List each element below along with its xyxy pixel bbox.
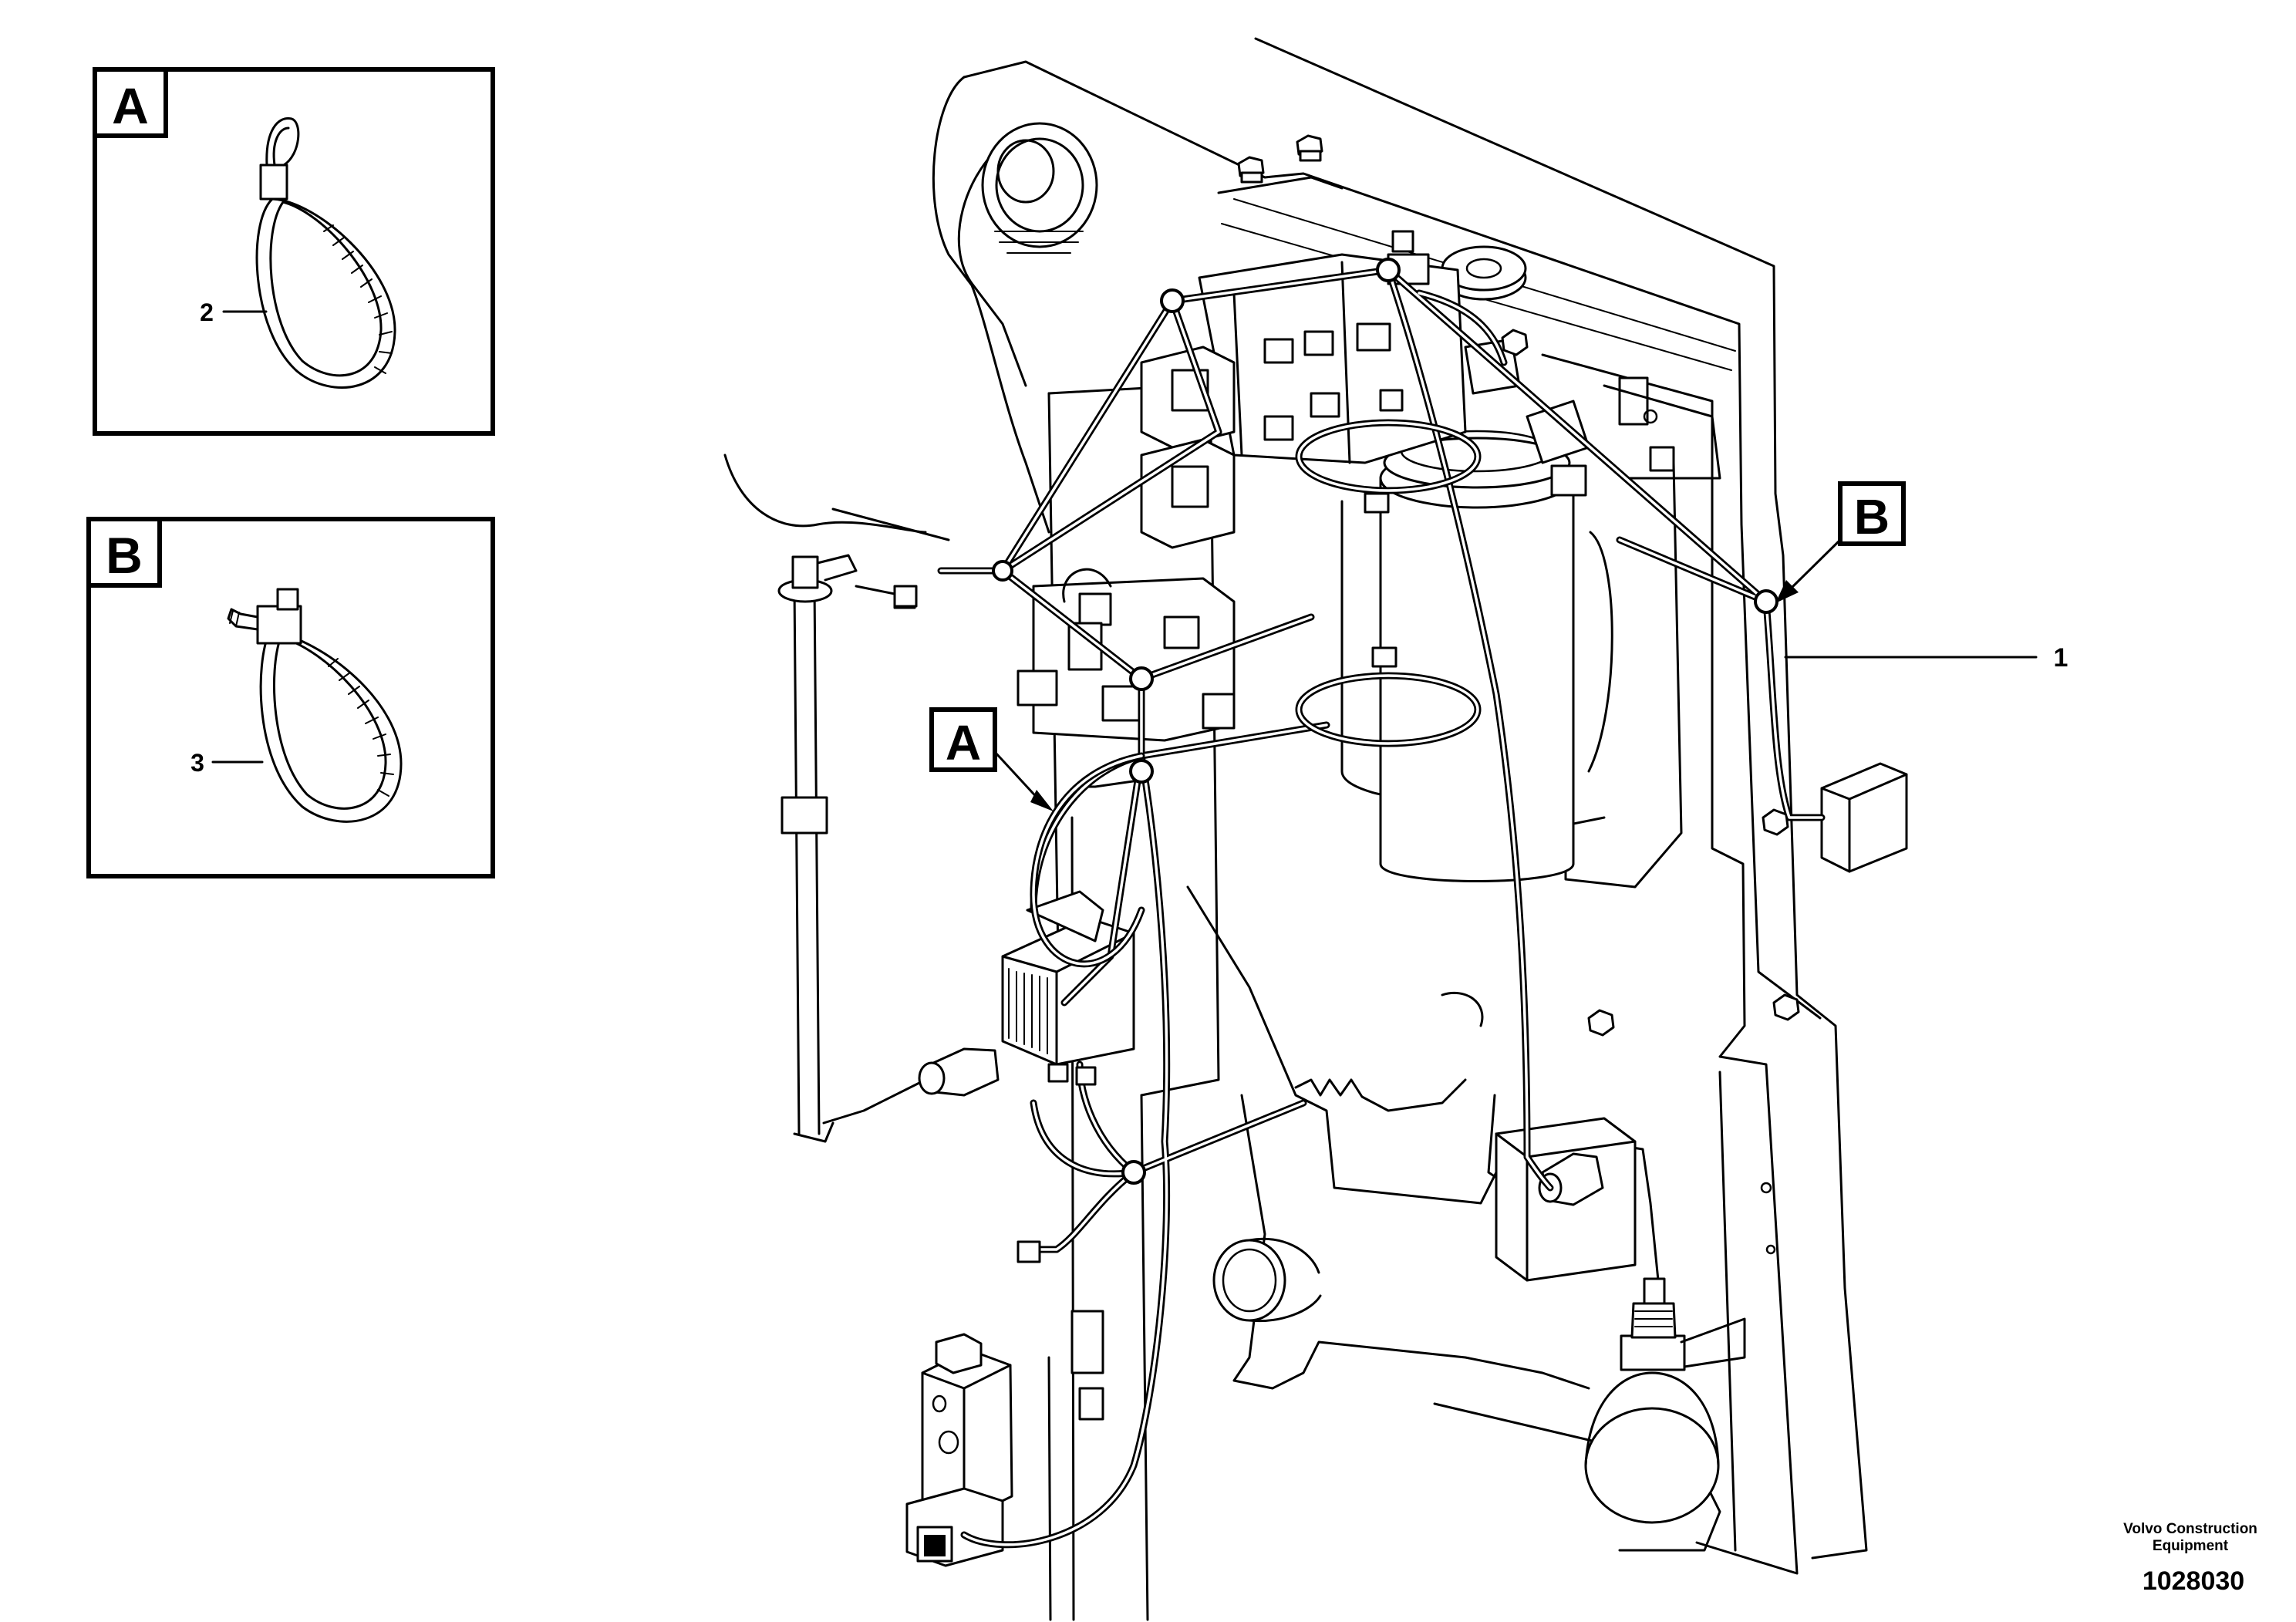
callout-a-letter: A [946, 715, 981, 771]
drawing-number: 1028030 [2142, 1566, 2245, 1596]
outlet-pipe [1212, 1237, 1322, 1323]
cable-tie-point [992, 230, 1778, 1185]
callout-b-letter: B [1854, 489, 1890, 545]
detail-b-panel: B 3 [86, 517, 495, 878]
accumulator [1584, 1277, 1746, 1524]
level-gauge-rod [777, 554, 916, 1143]
callout-b: B [1775, 481, 1906, 603]
solenoid-coil [1140, 346, 1236, 549]
cable-tie-icon [255, 117, 396, 389]
solenoid-valve [905, 1333, 1013, 1567]
detail-b-letter: B [106, 527, 143, 584]
detail-a-panel: A 2 [93, 67, 495, 436]
relay-module [1001, 890, 1135, 1066]
cable-tie-mount-icon [227, 588, 403, 823]
item-1-number: 1 [2054, 643, 2068, 673]
manifold-block [1017, 568, 1236, 742]
bolt [1217, 134, 1344, 194]
detail-a-item-number: 2 [200, 298, 214, 326]
bolt [1501, 329, 1800, 1255]
sensor [822, 1047, 1000, 1125]
machine-assembly [723, 37, 1908, 1621]
detail-b-item-number: 3 [190, 749, 204, 777]
item-1-leader: 1 [1784, 643, 2068, 673]
callout-a: A [929, 707, 1054, 811]
junction-box [1820, 762, 1908, 873]
credit-line-1: Volvo Construction [2123, 1521, 2257, 1537]
wire-harness [893, 230, 1826, 1549]
filter-cylinder [1340, 430, 1575, 882]
credit-line-2: Equipment [2152, 1538, 2229, 1554]
publisher-credit: Volvo Construction Equipment 1028030 [2082, 1521, 2296, 1597]
detail-a-letter: A [112, 77, 149, 134]
